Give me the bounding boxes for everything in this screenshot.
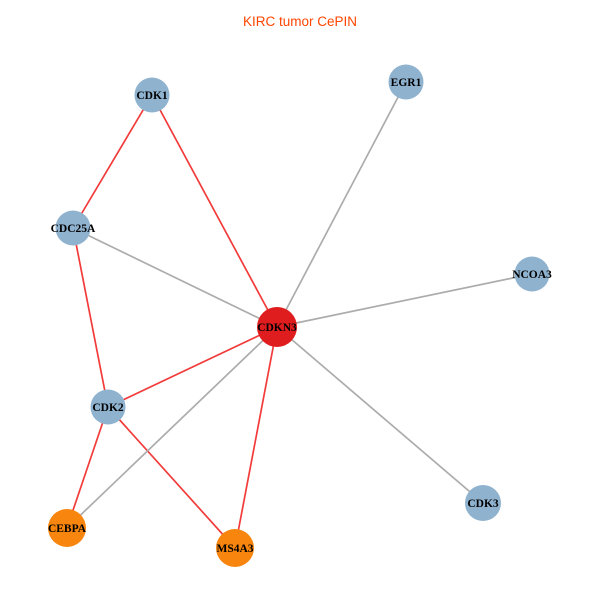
node-EGR1: [388, 64, 424, 100]
edge-CDK1-CDC25A: [72, 94, 153, 229]
node-label-CDKN3: CDKN3: [257, 322, 297, 334]
node-MS4A3: [216, 529, 254, 567]
node-NCOA3: [514, 256, 550, 292]
edge-CDK2-CEBPA: [66, 406, 109, 529]
edge-CDC25A-CDK2: [72, 227, 109, 408]
node-label-EGR1: EGR1: [391, 77, 422, 89]
edge-CDK2-MS4A3: [107, 406, 236, 549]
node-label-CDK3: CDK3: [467, 498, 499, 510]
node-label-MS4A3: MS4A3: [216, 543, 253, 555]
node-label-CEBPA: CEBPA: [48, 523, 87, 535]
edge-CDKN3-EGR1: [276, 81, 407, 328]
node-CDC25A: [55, 210, 91, 246]
node-CEBPA: [48, 509, 86, 547]
plot-title: KIRC tumor CePIN: [243, 14, 357, 29]
node-CDKN3: [257, 307, 297, 347]
node-CDK2: [90, 389, 126, 425]
node-label-CDK1: CDK1: [136, 90, 168, 102]
node-label-NCOA3: NCOA3: [512, 269, 552, 281]
edge-CDC25A-CDKN3: [72, 227, 278, 328]
edge-CDKN3-CEBPA: [66, 326, 278, 529]
node-label-CDK2: CDK2: [92, 402, 124, 414]
node-CDK1: [134, 77, 170, 113]
nodes-layer: [48, 64, 550, 567]
node-label-CDC25A: CDC25A: [51, 223, 96, 235]
edge-CDK2-CDKN3: [107, 326, 278, 408]
edge-CDKN3-CDK3: [276, 326, 484, 504]
edges-layer: [66, 81, 533, 549]
edge-CDK1-CDKN3: [151, 94, 278, 328]
edge-CDKN3-NCOA3: [276, 273, 533, 328]
node-CDK3: [465, 485, 501, 521]
edge-CDKN3-MS4A3: [234, 326, 278, 549]
